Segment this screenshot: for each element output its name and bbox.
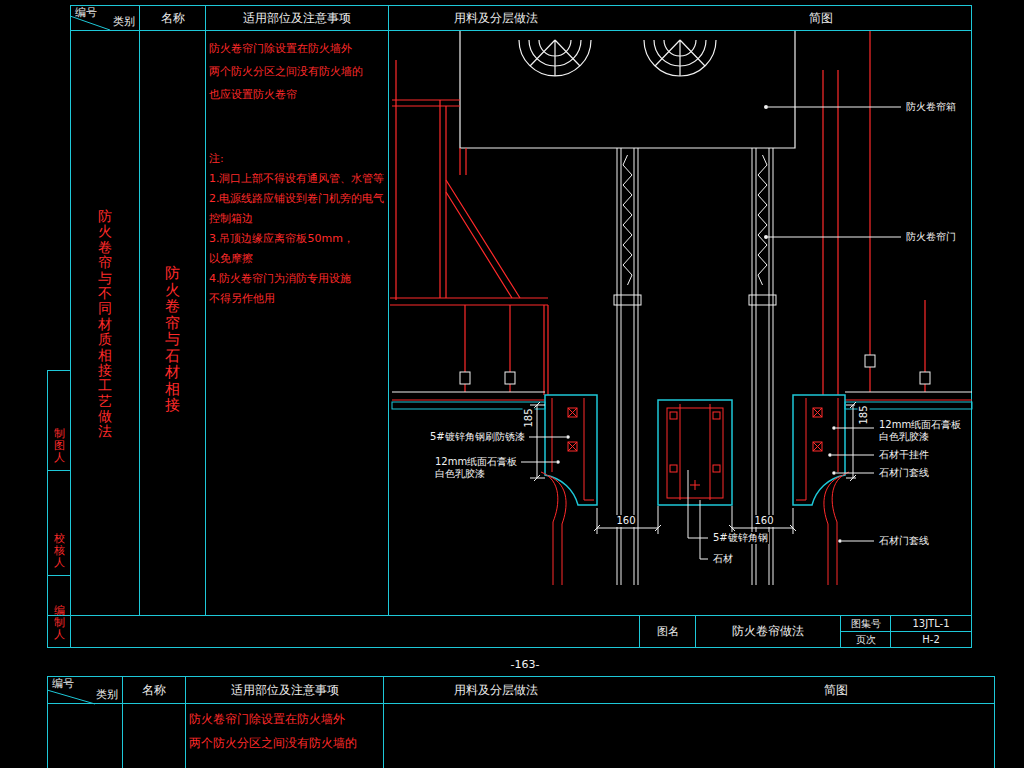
door-frame-left — [541, 148, 661, 585]
dimension: 185 — [857, 404, 869, 425]
callout-label: 5#镀锌角钢刷防锈漆 — [429, 431, 526, 443]
dimension-lines — [530, 402, 856, 481]
title-block-cell: 页次 — [840, 631, 891, 648]
callout-label: 石材门套线 — [878, 535, 930, 547]
title-block-text: 图名 — [657, 625, 679, 638]
callout-label: 石材门套线 — [878, 467, 930, 479]
callout-label: 12mm纸面石膏板 白色乳胶漆 — [434, 456, 518, 480]
signature-text: 校核人 — [54, 533, 65, 569]
dimension: 160 — [616, 515, 637, 527]
notes-cell: 防火卷帘门除设置在防火墙外 两个防火分区之间没有防火墙的 也应设置防火卷帘注:1… — [205, 30, 389, 616]
note-text: 1.洞口上部不得设有通风管、水管等 — [209, 169, 387, 189]
callout-label: 5#镀锌角钢 — [712, 532, 769, 544]
note-text: 注: — [209, 149, 387, 169]
callout-label: 防火卷帘门 — [905, 231, 957, 243]
leader-dots — [556, 105, 842, 543]
note-text: 防火卷帘门除设置在防火墙外 两个防火分区之间没有防火墙的 也应设置防火卷帘 — [209, 37, 387, 106]
signature-cell: 编制人 — [47, 575, 71, 648]
note-text: 2.电源线路应铺设到卷门机旁的电气 控制箱边 — [209, 189, 387, 229]
header-text: 编号 — [75, 7, 97, 20]
header-text: 类别 — [113, 16, 135, 29]
note-text: 4.防火卷帘门为消防专用设施 不得另作他用 — [209, 269, 387, 309]
support-frame — [390, 31, 972, 400]
notes-cell: 防火卷帘门除设置在防火墙外 两个防火分区之间没有防火墙的 — [185, 703, 384, 768]
header-text: 适用部位及注意事项 — [243, 11, 351, 25]
title-block-cell: 13JTL-1 — [890, 615, 972, 632]
callout-label: 12mm纸面石膏板 白色乳胶漆 — [878, 419, 962, 443]
title-block-cell: 图集号 — [840, 615, 891, 632]
note-text: 防火卷帘门除设置在防火墙外 两个防火分区之间没有防火墙的 — [189, 707, 382, 755]
signature-cell: 校核人 — [47, 470, 71, 576]
header-cell: 适用部位及注意事项 — [205, 5, 389, 31]
header-cell: 编号类别 — [70, 5, 140, 31]
signature-text: 制图人 — [54, 428, 65, 464]
sheet-frame — [47, 5, 995, 768]
title-block-cell: 图名 — [639, 615, 696, 648]
title-block-cell: 防火卷帘做法 — [695, 615, 841, 648]
note-text: 3.吊顶边缘应离帘板50mm，以免摩擦 — [209, 229, 387, 269]
header-cell: 用料及分层做法 简图 — [383, 676, 995, 704]
leader-lines — [521, 107, 901, 559]
header-text: 类别 — [96, 689, 118, 702]
callout-label: 石材 — [712, 553, 734, 565]
callout-label: 石材干挂件 — [878, 449, 930, 461]
title-block-text: 页次 — [856, 634, 876, 646]
header-text: 适用部位及注意事项 — [231, 683, 339, 697]
header-text: 用料及分层做法 — [454, 683, 538, 697]
header-cell: 编号类别 — [47, 676, 123, 704]
title-block-cell: H-2 — [890, 631, 972, 648]
category-text: 防火卷帘与不同材质相接工艺做法 — [98, 209, 112, 440]
category-cell: 防火卷帘与不同材质相接工艺做法 — [70, 30, 140, 616]
header-text: 名称 — [161, 11, 185, 25]
name-text: 防火卷帘与石材相接 — [165, 265, 180, 414]
drawing-title: 防火卷帘做法 — [732, 624, 804, 638]
roller-box — [460, 31, 795, 148]
header-cell: 用料及分层做法 简图 — [388, 5, 972, 31]
header-text: 用料及分层做法 — [454, 11, 538, 25]
center-stone-column — [658, 400, 732, 505]
header-text: 名称 — [142, 683, 166, 697]
header-text: 编号 — [52, 678, 74, 691]
dimension: 185 — [522, 407, 534, 428]
signature-cell: 制图人 — [47, 370, 71, 471]
header-text: 简图 — [809, 11, 833, 25]
atlas-number: 13JTL-1 — [912, 618, 949, 630]
page-code: H-2 — [922, 634, 940, 646]
ceiling — [392, 355, 972, 409]
door-frame-right — [729, 148, 849, 585]
page-number: -163- — [510, 659, 541, 671]
header-text: 简图 — [824, 683, 848, 697]
header-cell: 名称 — [139, 5, 206, 31]
signature-text: 编制人 — [54, 605, 65, 641]
header-cell: 名称 — [122, 676, 186, 704]
callout-label: 防火卷帘箱 — [905, 101, 957, 113]
name-cell: 防火卷帘与石材相接 — [139, 30, 206, 616]
header-cell: 适用部位及注意事项 — [185, 676, 384, 704]
title-block-text: 图集号 — [851, 618, 881, 630]
dimension: 160 — [754, 515, 775, 527]
